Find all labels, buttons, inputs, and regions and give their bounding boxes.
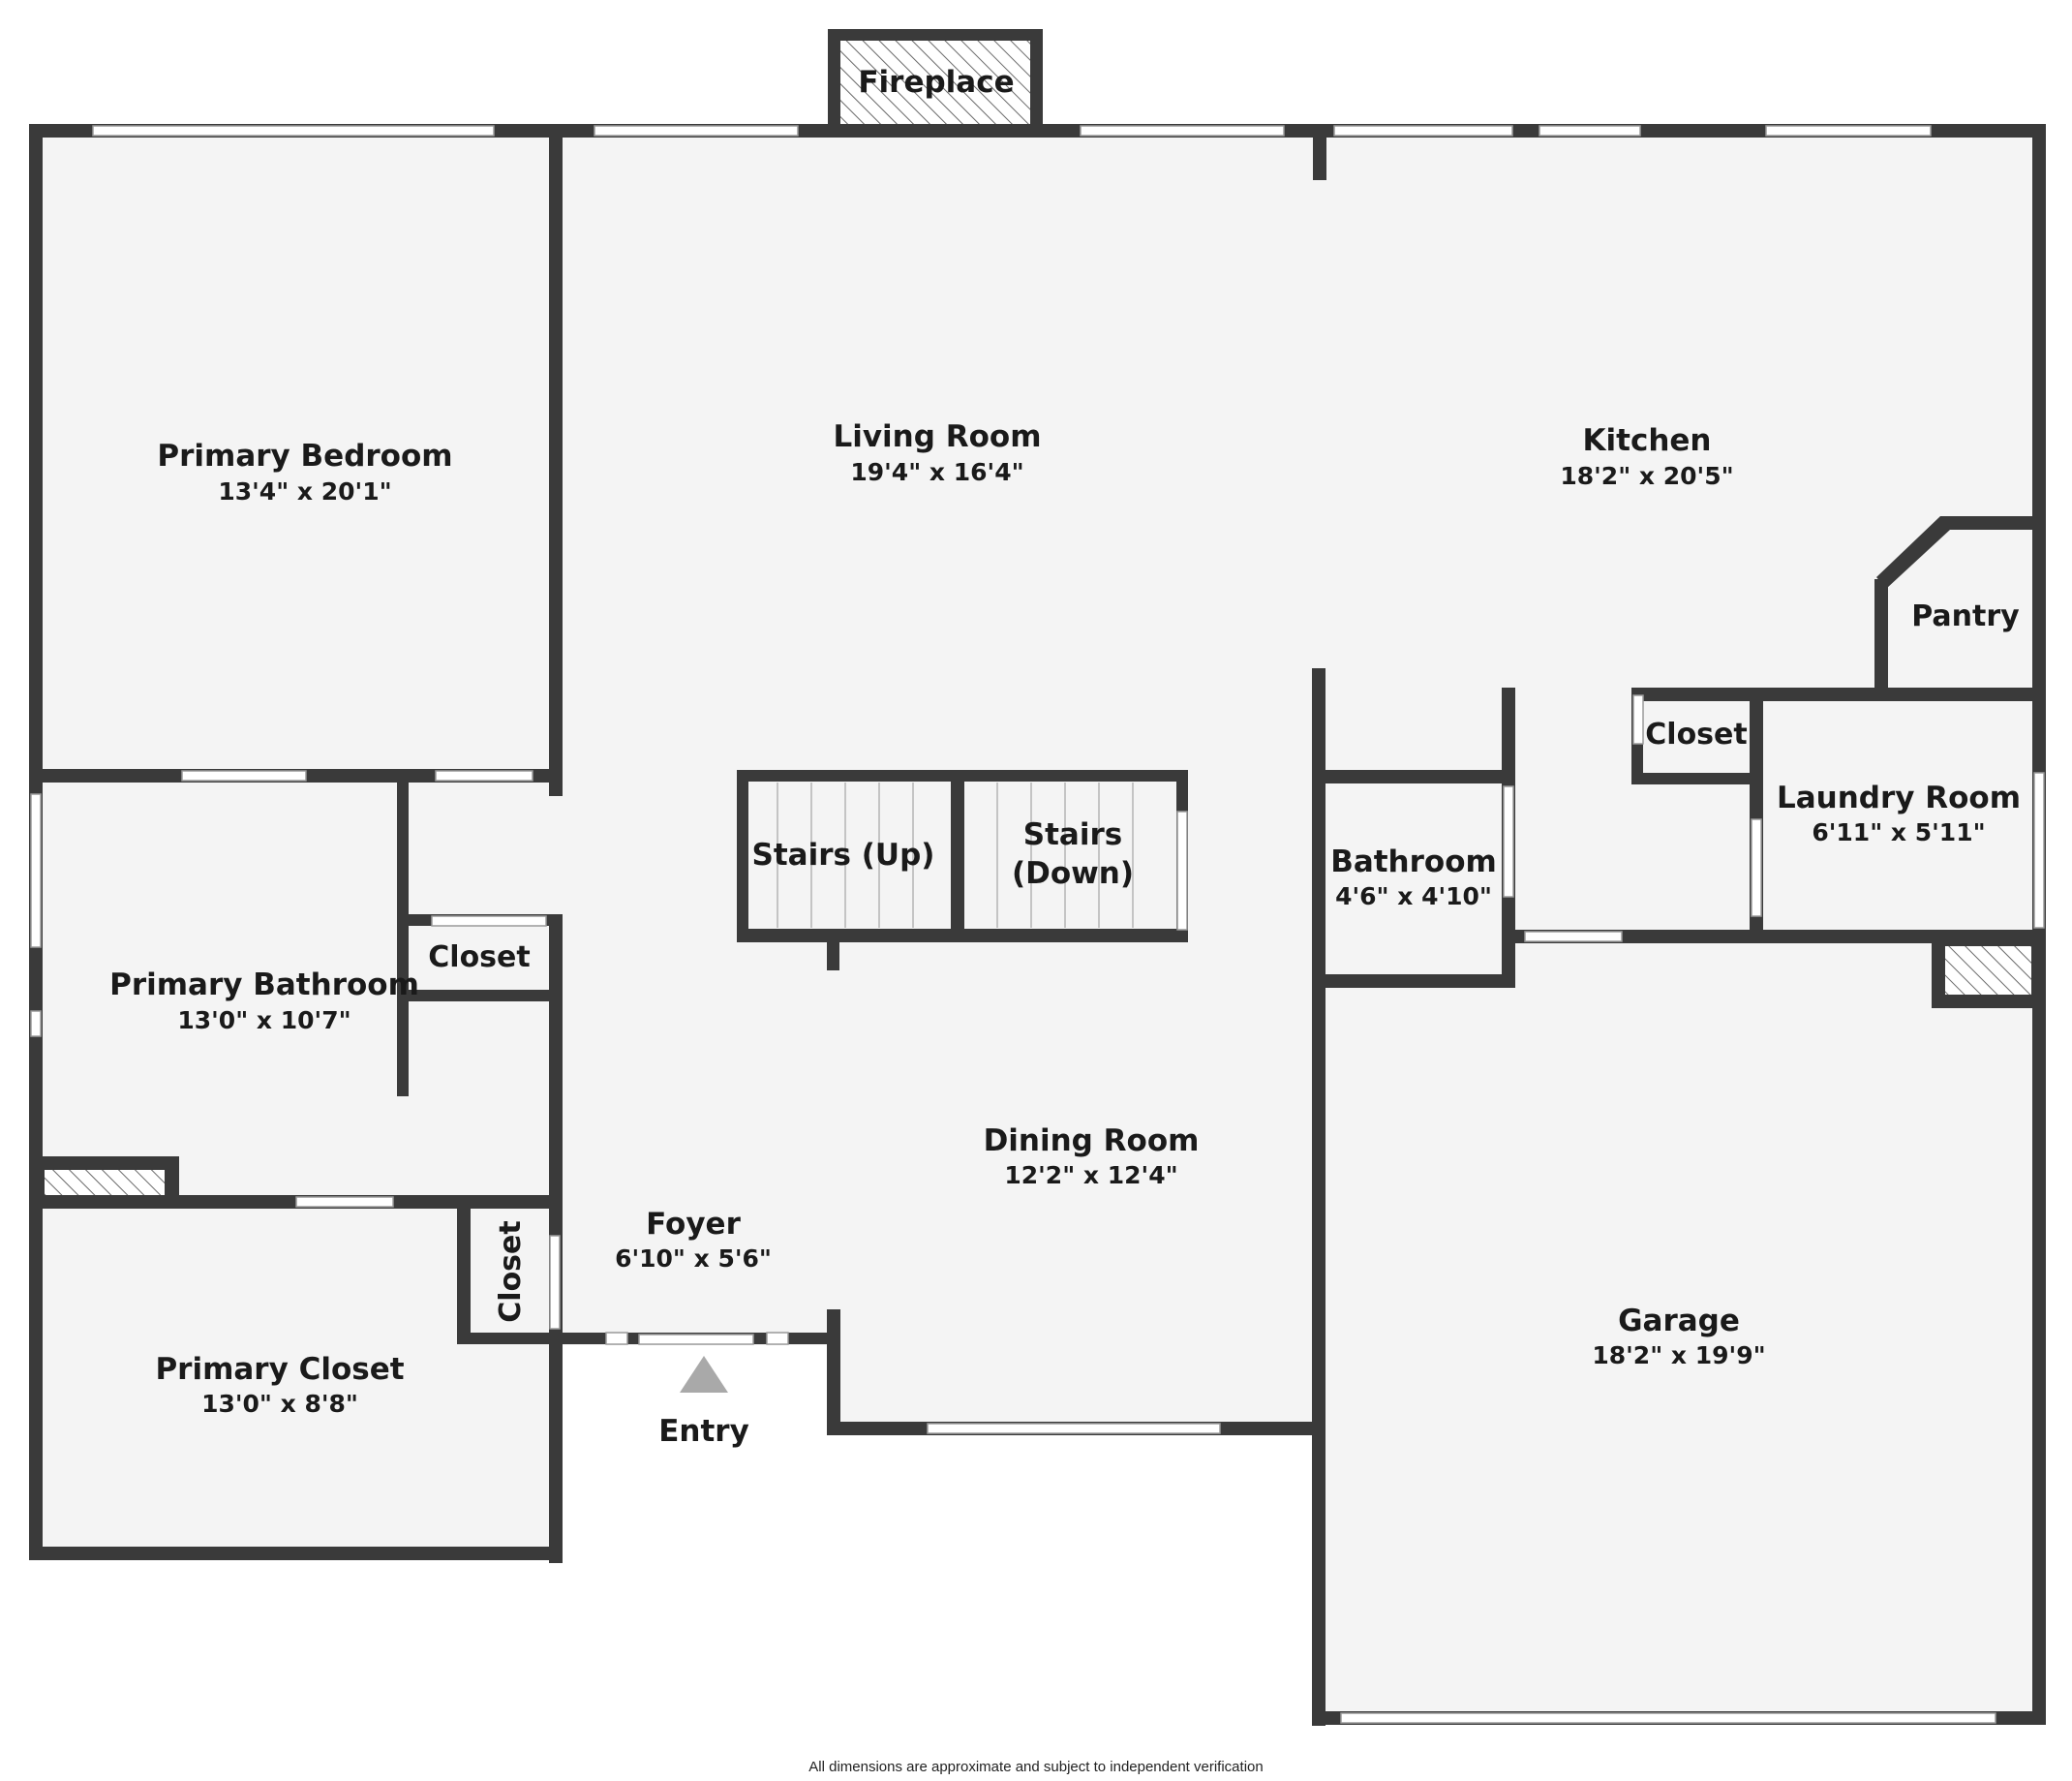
window (30, 1010, 42, 1037)
window (594, 125, 799, 137)
wall-kitchen-stub (1313, 124, 1326, 180)
wall-bath2-top (1312, 770, 1515, 783)
window (1333, 125, 1513, 137)
primary-closet-dims: 13'0" x 8'8" (201, 1390, 358, 1418)
wall-bath2-bottom (1312, 974, 1515, 988)
kitchen-dims: 18'2" x 20'5" (1560, 462, 1733, 490)
living-room-name: Living Room (833, 419, 1041, 454)
window (549, 1235, 561, 1330)
disclaimer-note: All dimensions are approximate and subje… (808, 1759, 1263, 1775)
foyer-name: Foyer (646, 1207, 741, 1242)
stairs-down-name-line1: Stairs (1023, 817, 1122, 852)
window (30, 793, 42, 948)
wall-bath-divider (397, 775, 409, 1096)
garage-name: Garage (1618, 1304, 1740, 1338)
foyer-closet-name: Closet (494, 1220, 528, 1322)
dining-room-dims: 12'2" x 12'4" (1004, 1161, 1177, 1189)
bath-closet-name: Closet (428, 940, 530, 974)
wall-laundry-top (1631, 688, 2038, 701)
primary-bathroom-dims: 13'0" x 10'7" (177, 1006, 350, 1034)
garage-box-hatch (1945, 946, 2031, 995)
wall-bath-closet-bottom (397, 990, 562, 1001)
wall-garage-top (1506, 930, 2038, 943)
wall-dining-left (827, 1309, 840, 1435)
window (435, 770, 533, 782)
window (181, 770, 307, 782)
window (1340, 1712, 1996, 1724)
windows (30, 125, 2045, 1724)
entry-label: Entry (658, 1414, 749, 1449)
primary-bedroom-name: Primary Bedroom (157, 439, 452, 474)
pantry-name: Pantry (1911, 599, 2020, 633)
bathroom-name: Bathroom (1330, 844, 1497, 879)
fireplace-hatch (840, 41, 1030, 124)
wall-foyer-closet-bottom (457, 1333, 563, 1344)
garage-dims: 18'2" x 19'9" (1592, 1341, 1765, 1369)
kitchen-closet-name: Closet (1645, 718, 1747, 752)
wall-pantry-diag (1876, 516, 1950, 589)
wall-stairs-left (737, 770, 748, 940)
primary-closet-name: Primary Closet (155, 1352, 404, 1387)
window (638, 1334, 754, 1345)
wall-bedroom-right (549, 124, 563, 796)
laundry-room-name: Laundry Room (1777, 781, 2021, 815)
stairs-up-name: Stairs (Up) (752, 838, 935, 873)
window (1503, 785, 1514, 898)
wall-pantry-top (1940, 516, 2042, 530)
wall-foyer-closet-left (457, 1201, 471, 1344)
wall-garage-left (1312, 668, 1325, 1726)
window (2033, 772, 2045, 929)
wall-kcloset-bottom (1631, 773, 1763, 784)
kitchen-name: Kitchen (1582, 423, 1711, 458)
window (766, 1332, 789, 1345)
window (927, 1423, 1221, 1434)
primary-bedroom-dims: 13'4" x 20'1" (218, 477, 391, 506)
foyer-dims: 6'10" x 5'6" (615, 1244, 772, 1273)
window (605, 1332, 628, 1345)
stairs-down-name-line2: (Down) (1012, 856, 1134, 891)
stair-treads (777, 783, 1134, 928)
wall-bottom-left (29, 1547, 562, 1560)
fireplace-label: Fireplace (858, 65, 1014, 100)
window (1539, 125, 1641, 137)
window (295, 1196, 394, 1208)
window (1765, 125, 1932, 137)
window (92, 125, 495, 137)
linen-hatch (45, 1170, 165, 1195)
entry-arrow-icon (680, 1356, 728, 1393)
wall-pantry-left (1874, 579, 1888, 699)
window (1751, 818, 1762, 917)
living-room-dims: 19'4" x 16'4" (850, 458, 1023, 486)
primary-bathroom-name: Primary Bathroom (109, 967, 419, 1002)
window (1632, 694, 1644, 745)
laundry-room-dims: 6'11" x 5'11" (1812, 818, 1985, 846)
bathroom-dims: 4'6" x 4'10" (1335, 882, 1492, 910)
wall-stairs-stub (827, 932, 839, 970)
wall-stairs-mid (951, 770, 964, 940)
window (1524, 931, 1623, 942)
window (1176, 811, 1188, 931)
dining-room-name: Dining Room (984, 1123, 1200, 1158)
window (1080, 125, 1285, 137)
window (431, 915, 547, 927)
